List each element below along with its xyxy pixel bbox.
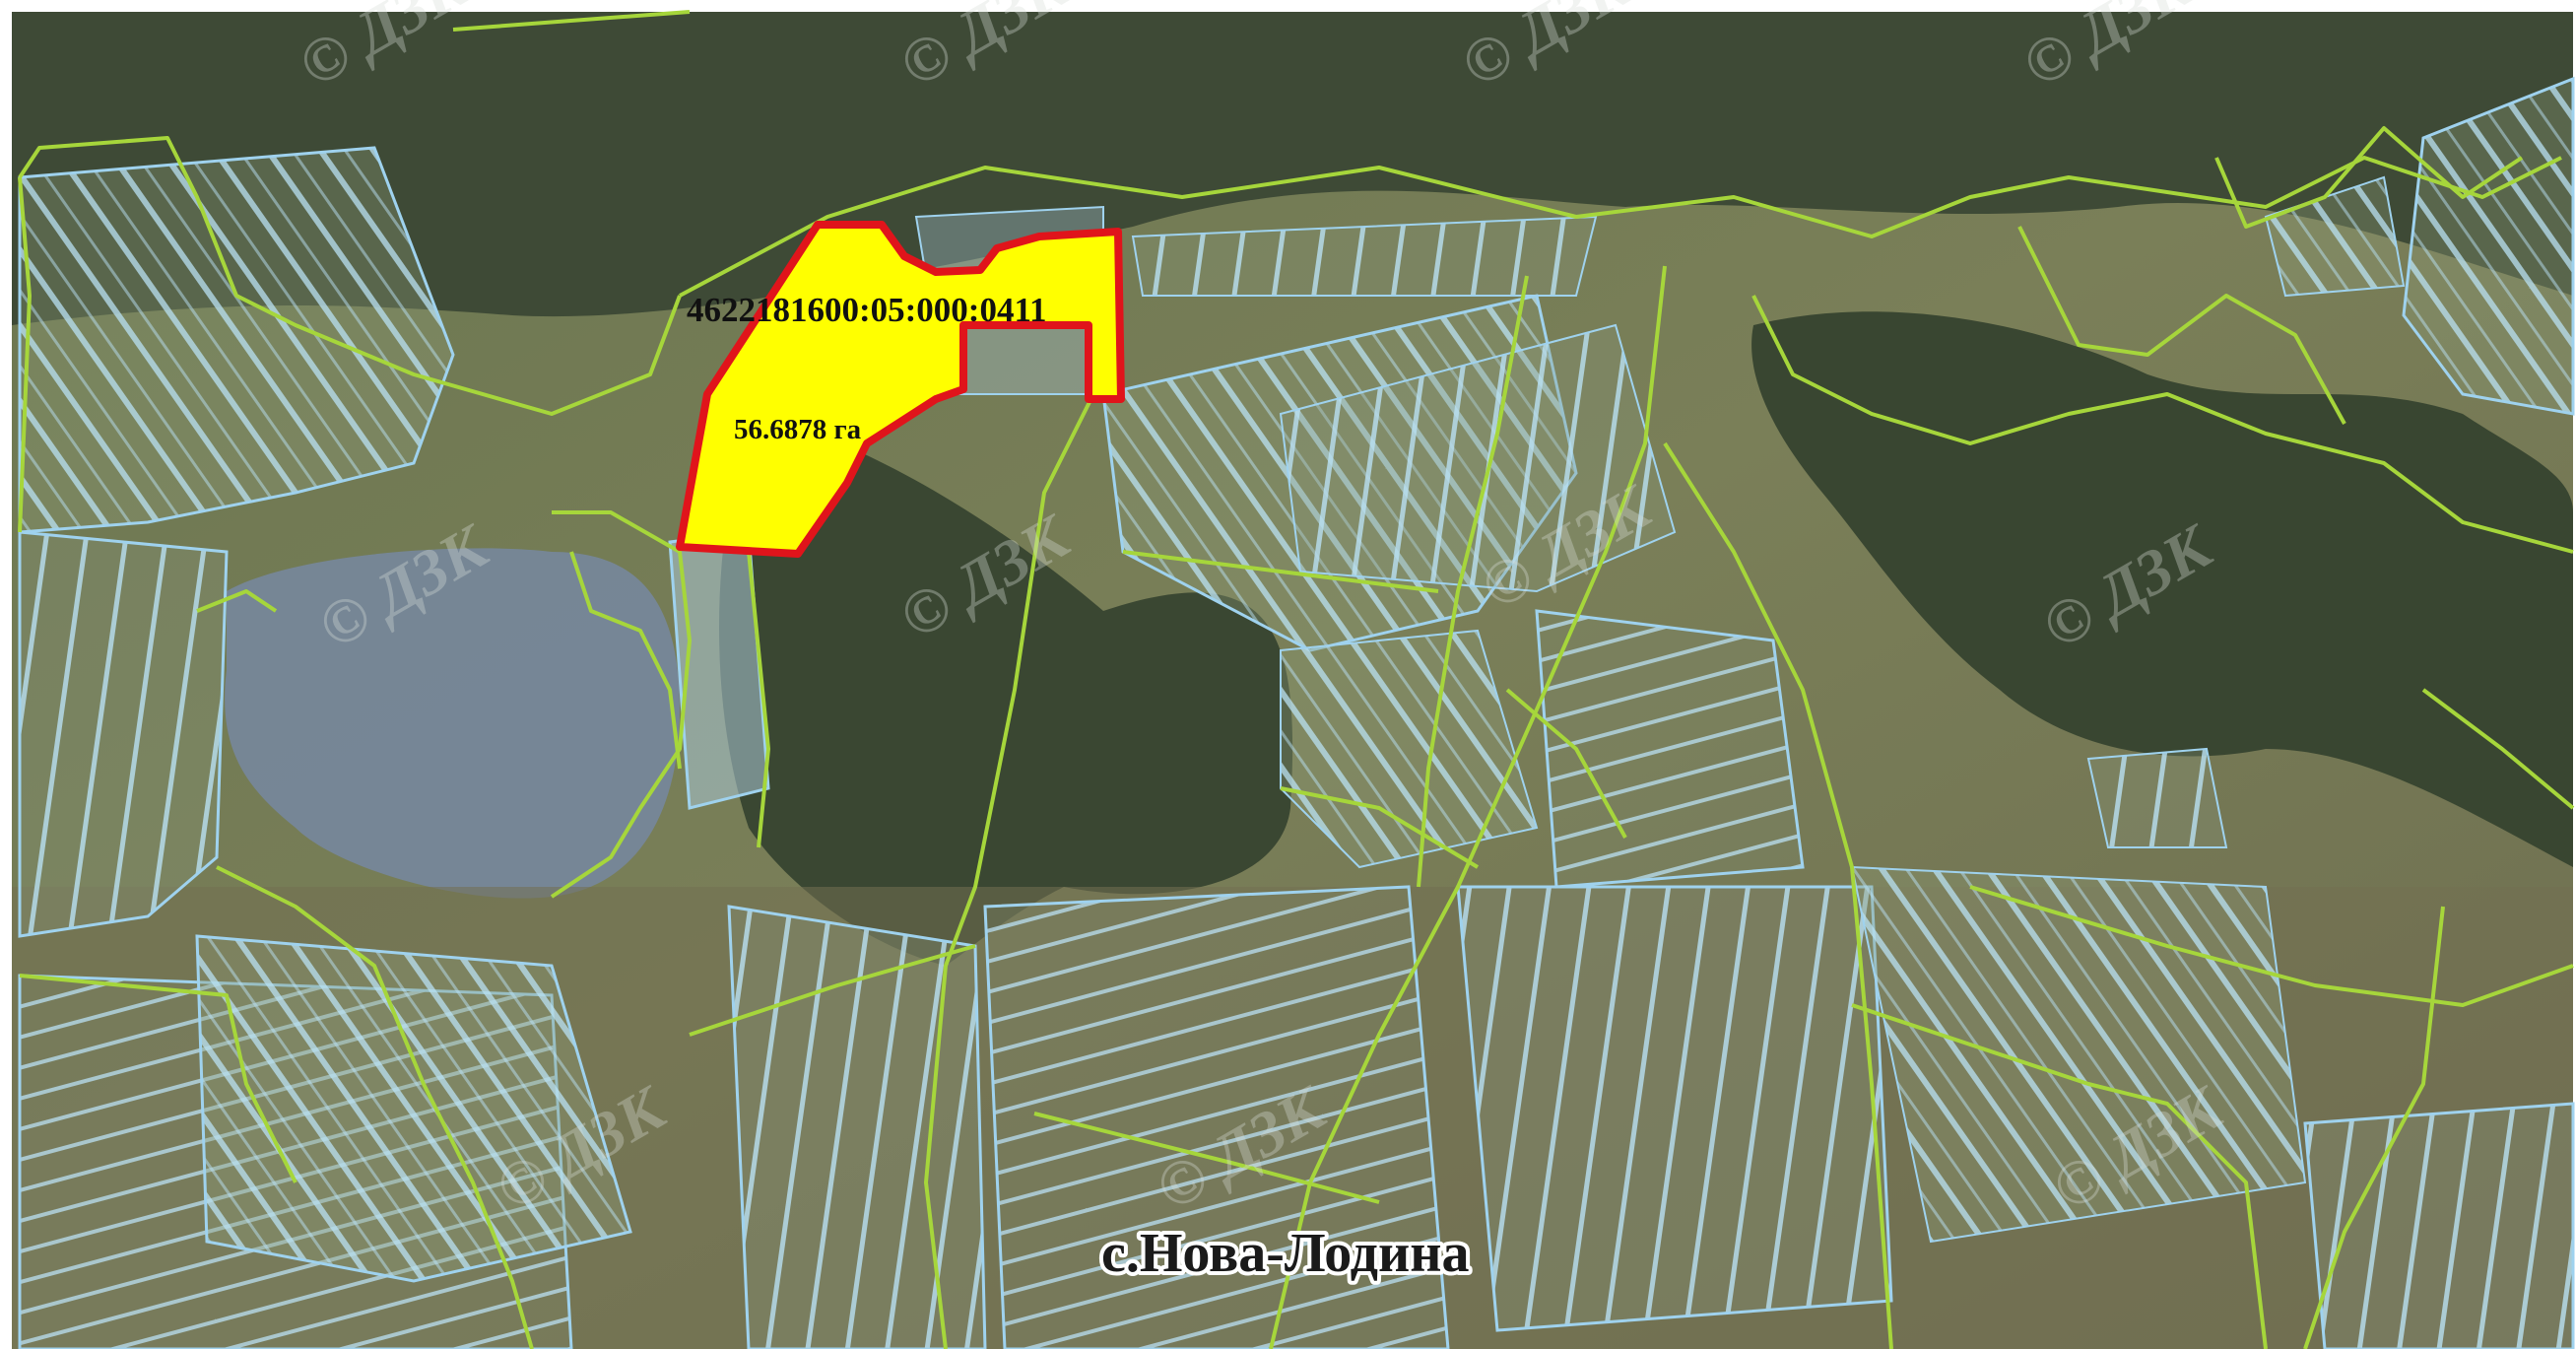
forest-central <box>719 414 1293 966</box>
forest-north <box>12 12 2573 325</box>
land-plots-layer <box>18 76 2575 1349</box>
parcel-cadastral-number: 4622181600:05:000:0411 <box>687 291 1047 329</box>
forest-east <box>1751 311 2573 868</box>
lake <box>225 548 680 899</box>
selected-parcel[interactable] <box>676 221 1125 558</box>
village-label: с.Нова-Лодина <box>1101 1223 1470 1284</box>
parcel-area-label: 56.6878 га <box>734 414 862 445</box>
boundary-lines <box>18 10 2575 1349</box>
